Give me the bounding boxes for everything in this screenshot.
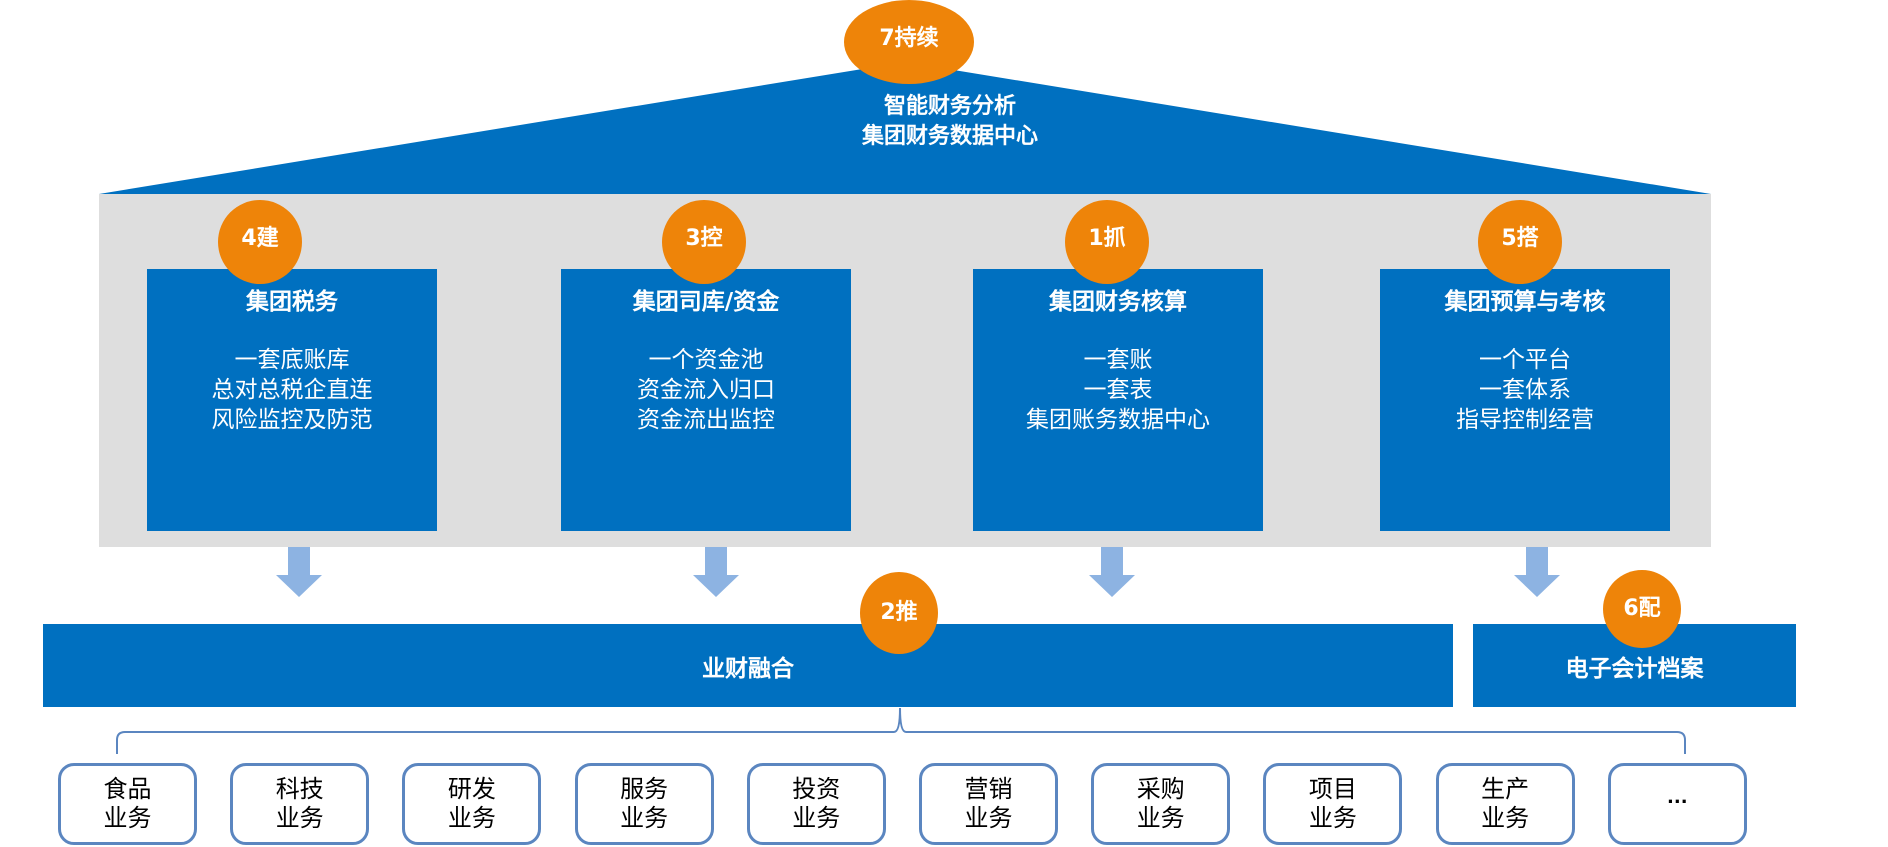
business-unit-box: 服务业务 <box>574 763 714 845</box>
business-unit-box: 生产业务 <box>1435 763 1575 845</box>
pillar-line: 一套账 <box>1083 347 1153 373</box>
pillar-accounting: 集团财务核算 一套账 一套表 集团账务数据中心 <box>973 269 1263 531</box>
business-unit-box: 采购业务 <box>1091 763 1231 845</box>
pillar-title: 集团司库/资金 <box>632 289 780 315</box>
badge-roof-label: 7持续 <box>879 26 939 51</box>
business-unit-box: 研发业务 <box>402 763 542 845</box>
business-unit-box: 食品业务 <box>58 763 197 845</box>
badge-roof: 7持续 <box>844 0 974 84</box>
badge-pillar-tax: 4建 <box>218 200 302 284</box>
badge-label: 3控 <box>685 226 723 251</box>
business-unit-label: 采购 <box>1136 775 1185 803</box>
business-unit-label: 业务 <box>964 804 1013 832</box>
pillar-line: 一个资金池 <box>648 347 764 373</box>
business-unit-box: 营销业务 <box>919 763 1058 845</box>
badge-pillar-accounting: 1抓 <box>1065 200 1149 284</box>
roof-shape <box>99 62 1711 194</box>
badge-archive: 6配 <box>1603 570 1681 648</box>
business-unit-label: 投资 <box>792 775 841 803</box>
business-unit-box: ... <box>1607 763 1747 845</box>
pillar-line: 指导控制经营 <box>1456 407 1594 433</box>
business-unit-label: 业务 <box>1308 804 1357 832</box>
bracket-path <box>116 707 1686 754</box>
arrow-down-icon <box>1089 547 1135 597</box>
business-unit-label: 服务 <box>620 775 669 803</box>
roof-triangle <box>99 62 1711 194</box>
business-unit-label: 项目 <box>1308 775 1357 803</box>
business-unit-label: 食品 <box>103 775 152 803</box>
pillar-budget: 集团预算与考核 一个平台 一套体系 指导控制经营 <box>1380 269 1670 531</box>
pillar-line: 一套体系 <box>1479 377 1571 403</box>
pillar-title: 集团预算与考核 <box>1444 289 1606 315</box>
badge-label: 5搭 <box>1501 226 1539 251</box>
badge-pillar-treasury: 3控 <box>662 200 746 284</box>
business-unit-label: 业务 <box>1481 804 1530 832</box>
business-unit-label: ... <box>1667 786 1688 808</box>
roof-title-line-2: 集团财务数据中心 <box>861 124 1038 149</box>
business-unit-label: 业务 <box>792 804 841 832</box>
badge-label: 4建 <box>241 226 279 251</box>
arrow-down-icon <box>276 547 322 597</box>
pillar-line: 集团账务数据中心 <box>1026 407 1210 433</box>
business-unit-label: 业务 <box>447 804 496 832</box>
pillar-treasury: 集团司库/资金 一个资金池 资金流入归口 资金流出监控 <box>561 269 851 531</box>
badge-pillar-budget: 5搭 <box>1478 200 1562 284</box>
pillar-title: 集团税务 <box>246 289 338 315</box>
business-finance-integration-bar: 业财融合 <box>43 624 1453 707</box>
pillar-line: 一套底账库 <box>234 347 350 373</box>
badge-label: 1抓 <box>1088 226 1126 251</box>
business-unit-label: 业务 <box>103 804 152 832</box>
pillar-line: 资金流入归口 <box>637 377 775 403</box>
business-unit-label: 业务 <box>275 804 324 832</box>
pillar-line: 资金流出监控 <box>637 407 775 433</box>
business-unit-label: 营销 <box>964 775 1013 803</box>
pillar-line: 风险监控及防范 <box>211 407 373 433</box>
badge-label: 2推 <box>880 600 918 625</box>
pillar-line: 总对总税企直连 <box>211 377 373 403</box>
bar-label: 业财融合 <box>702 655 794 682</box>
bracket-connector <box>116 707 1686 754</box>
business-unit-label: 业务 <box>620 804 669 832</box>
pillar-line: 一个平台 <box>1479 347 1571 373</box>
business-unit-label: 科技 <box>275 775 324 803</box>
business-unit-box: 投资业务 <box>746 763 886 845</box>
badge-integration: 2推 <box>860 572 938 654</box>
bar-label: 电子会计档案 <box>1565 655 1704 682</box>
roof-title: 智能财务分析 集团财务数据中心 <box>760 92 1140 152</box>
business-unit-label: 研发 <box>447 775 496 803</box>
pillar-line: 一套表 <box>1083 377 1153 403</box>
arrow-down-icon <box>1514 547 1560 597</box>
pillar-tax: 集团税务 一套底账库 总对总税企直连 风险监控及防范 <box>147 269 437 531</box>
arrow-down-icon <box>693 547 739 597</box>
badge-label: 6配 <box>1623 596 1661 621</box>
business-unit-label: 生产 <box>1481 775 1530 803</box>
business-unit-box: 科技业务 <box>230 763 370 845</box>
business-unit-label: 业务 <box>1136 804 1185 832</box>
pillar-title: 集团财务核算 <box>1049 289 1187 315</box>
business-unit-box: 项目业务 <box>1263 763 1403 845</box>
roof-title-line-1: 智能财务分析 <box>883 94 1016 119</box>
